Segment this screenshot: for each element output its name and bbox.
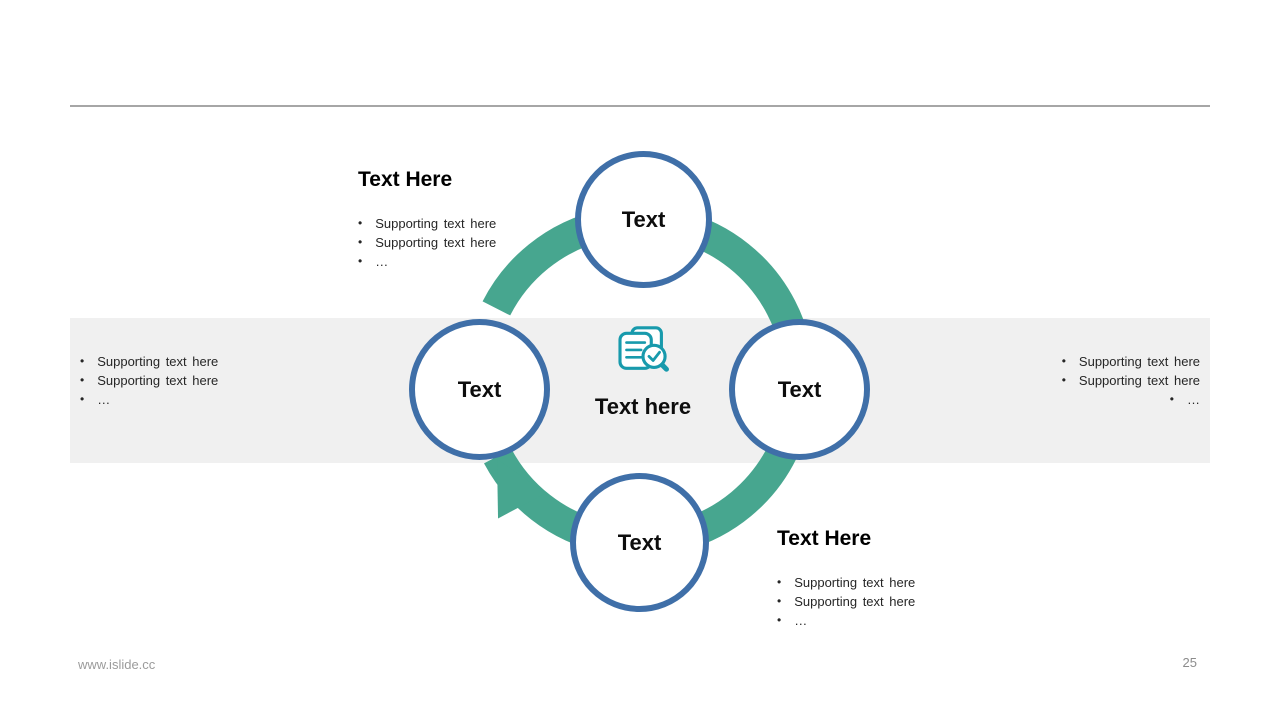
cycle-center-label: Text here (594, 394, 692, 419)
bullet-item: • Supporting text here (777, 592, 915, 611)
bullet-item: • Supporting text here (1062, 371, 1200, 390)
bullet-item: • Supporting text here (358, 233, 496, 252)
text-block-top-left: Text Here • Supporting text here • Suppo… (358, 168, 496, 271)
page-number: 25 (1182, 655, 1197, 670)
bullet-item: • Supporting text here (1062, 352, 1200, 371)
footer-url: www.islide.cc (78, 657, 156, 672)
bullet-dot: • (1061, 354, 1066, 368)
bullet-text: … (375, 254, 389, 269)
bullet-dot: • (777, 575, 782, 589)
bullet-item: • Supporting text here (80, 352, 218, 371)
block-heading: Text Here (358, 168, 453, 191)
cycle-node-left-label: Text (457, 376, 502, 402)
bullet-dot: • (358, 235, 363, 249)
cycle-node-bottom-label: Text (617, 529, 662, 555)
bullet-item: • … (777, 611, 915, 630)
bullet-item: • … (358, 252, 496, 271)
bullet-dot: • (80, 373, 85, 387)
bullet-item: • … (80, 390, 218, 409)
bullet-text: Supporting text here (97, 373, 219, 388)
bullet-text: Supporting text here (794, 594, 916, 609)
cycle-node-bottom[interactable]: Text (570, 473, 709, 612)
block-heading: Text Here (777, 527, 872, 550)
bullet-dot: • (80, 392, 85, 406)
bullet-item: • Supporting text here (777, 573, 915, 592)
bullet-list: • Supporting text here • Supporting text… (358, 214, 496, 271)
bullet-text: Supporting text here (794, 575, 916, 590)
bullet-dot: • (358, 254, 363, 268)
document-search-icon (618, 326, 669, 372)
cycle-node-top[interactable]: Text (575, 151, 712, 288)
bullet-dot: • (358, 216, 363, 230)
cycle-node-left[interactable]: Text (409, 319, 550, 460)
bullet-list: • Supporting text here • Supporting text… (777, 573, 915, 630)
bullet-dot: • (777, 613, 782, 627)
bullet-dot: • (1169, 392, 1174, 406)
bullet-dot: • (80, 354, 85, 368)
cycle-node-right[interactable]: Text (729, 319, 870, 460)
header-divider-line (70, 105, 1210, 107)
bullet-list: • Supporting text here • Supporting text… (80, 352, 218, 409)
bullet-text: … (1187, 392, 1200, 407)
bullet-dot: • (1061, 373, 1066, 387)
bullet-text: Supporting text here (1078, 354, 1200, 369)
bullet-item: • Supporting text here (358, 214, 496, 233)
cycle-node-right-label: Text (777, 376, 822, 402)
bullet-text: … (97, 392, 111, 407)
bullet-item: • … (1062, 390, 1200, 409)
cycle-center: Text here (563, 326, 723, 420)
bullet-text: Supporting text here (375, 216, 497, 231)
bullet-list: • Supporting text here • Supporting text… (1062, 352, 1200, 409)
cycle-node-top-label: Text (621, 206, 666, 232)
bullet-text: Supporting text here (1078, 373, 1200, 388)
text-block-bottom-right: Text Here • Supporting text here • Suppo… (777, 527, 915, 630)
text-block-left: • Supporting text here • Supporting text… (80, 352, 218, 409)
bullet-item: • Supporting text here (80, 371, 218, 390)
text-block-right: • Supporting text here • Supporting text… (1062, 352, 1200, 409)
bullet-dot: • (777, 594, 782, 608)
bullet-text: Supporting text here (375, 235, 497, 250)
bullet-text: … (794, 613, 808, 628)
bullet-text: Supporting text here (97, 354, 219, 369)
